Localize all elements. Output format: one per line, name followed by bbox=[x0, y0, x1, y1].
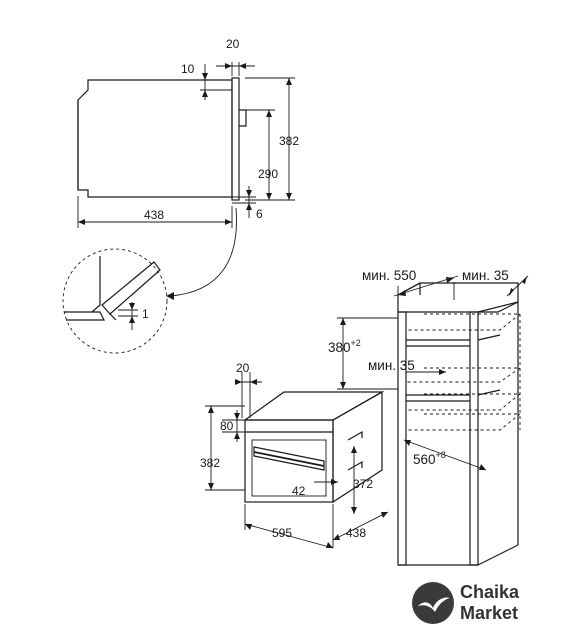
cabinet-depth: 560+8 bbox=[413, 450, 446, 467]
brand-logo: Chaika Market bbox=[412, 582, 552, 626]
cabinet-niche-height: 380+2 bbox=[328, 338, 361, 355]
side-dim-height: 382 bbox=[279, 134, 299, 148]
oven-dim-handle-offset: 42 bbox=[292, 484, 306, 498]
seagull-logo-icon bbox=[412, 582, 454, 624]
side-view: 20 10 382 290 6 438 bbox=[77, 37, 299, 300]
brand-line-1: Chaika bbox=[460, 582, 520, 602]
oven-dim-depth: 438 bbox=[346, 526, 366, 540]
cabinet-left-panel bbox=[397, 311, 407, 566]
oven-3d-view: 20 80 382 372 42 595 438 bbox=[200, 361, 389, 549]
brand-wordmark: Chaika Market bbox=[460, 582, 519, 624]
cabinet-right-panel bbox=[469, 311, 479, 566]
cabinet-min-back: мин. 35 bbox=[368, 358, 415, 373]
detail-leader bbox=[169, 207, 237, 297]
brand-line-2: Market bbox=[460, 603, 519, 623]
side-view-front-panel bbox=[231, 77, 240, 201]
oven-dim-panel: 80 bbox=[220, 419, 234, 433]
oven-top-face bbox=[243, 391, 385, 421]
side-dim-depth: 438 bbox=[144, 208, 164, 222]
detail-dim-gap: 1 bbox=[142, 307, 149, 321]
side-view-body bbox=[77, 79, 233, 198]
side-dim-top-gap: 20 bbox=[226, 37, 240, 51]
oven-handle bbox=[253, 451, 325, 467]
detail-circle bbox=[62, 248, 168, 354]
oven-dim-width: 595 bbox=[272, 526, 292, 540]
oven-dim-inner-height: 372 bbox=[353, 477, 373, 491]
cabinet-min-side: мин. 35 bbox=[462, 268, 509, 283]
oven-dim-top-gap: 20 bbox=[236, 361, 250, 375]
detail-view: 1 bbox=[62, 248, 168, 354]
cabinet-min-width: мин. 550 bbox=[362, 268, 416, 283]
oven-right-face bbox=[332, 390, 383, 504]
oven-dim-height: 382 bbox=[200, 456, 220, 470]
side-dim-bottom-gap: 6 bbox=[256, 207, 263, 221]
cabinet-view: мин. 550 мин. 35 380+2 мин. 35 560+8 bbox=[328, 268, 529, 566]
side-dim-lip: 10 bbox=[181, 62, 195, 76]
side-view-handle bbox=[239, 109, 247, 127]
side-dim-inner-height: 290 bbox=[258, 167, 278, 181]
